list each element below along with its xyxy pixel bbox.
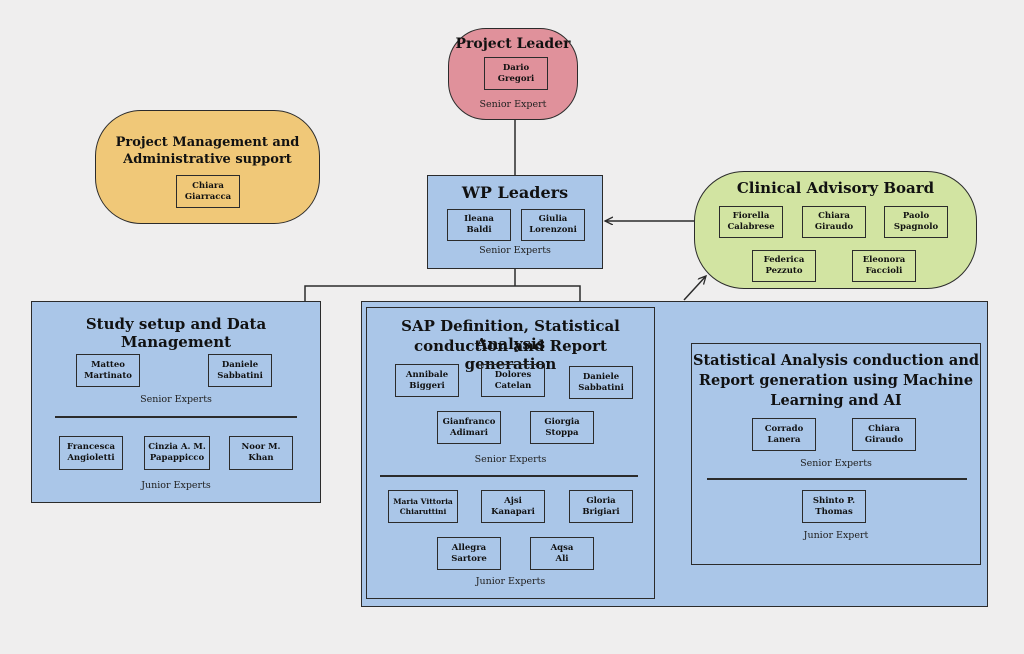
ml-title-line1: Statistical Analysis conduction and	[692, 352, 980, 369]
ml-ai-box: Statistical Analysis conduction and Repo…	[691, 343, 981, 565]
member-card: Cinzia A. M.Papappicco	[144, 436, 210, 470]
wp-branch-line	[304, 285, 581, 301]
pm-admin-title-line2: Administrative support	[123, 152, 292, 167]
senior-caption: Senior Experts	[479, 245, 551, 256]
senior-caption: Senior Experts	[800, 458, 872, 469]
junior-caption: Junior Experts	[475, 576, 546, 587]
pm-admin-box: Project Management and Administrative su…	[95, 110, 320, 224]
senior-caption: Senior Experts	[474, 454, 547, 465]
pm-admin-title-line1: Project Management and	[115, 135, 300, 150]
junior-caption: Junior Experts	[141, 480, 211, 491]
wp-leaders-title: WP Leaders	[461, 183, 569, 202]
ml-title-line3: Learning and AI	[770, 392, 902, 409]
member-card: Noor M.Khan	[229, 436, 293, 470]
member-card: Shinto P.Thomas	[802, 490, 866, 523]
senior-caption: Senior Expert	[479, 99, 547, 110]
study-setup-title: Study setup and Data Management	[85, 315, 267, 351]
sap-title-line1: SAP Definition, Statistical Analysis	[401, 317, 620, 353]
junior-caption: Junior Expert	[803, 530, 869, 541]
ml-title-line2: Report generation using Machine	[698, 372, 974, 389]
section-divider	[380, 475, 638, 477]
sap-definition-box: SAP Definition, Statistical Analysis con…	[366, 307, 655, 599]
project-leader-title: Project Leader	[455, 36, 571, 52]
sap-to-board-arrow	[683, 276, 706, 301]
section-divider	[707, 478, 967, 480]
clinical-board-title: Clinical Advisory Board	[736, 179, 935, 197]
section-divider	[55, 416, 297, 418]
senior-caption: Senior Experts	[140, 394, 212, 405]
